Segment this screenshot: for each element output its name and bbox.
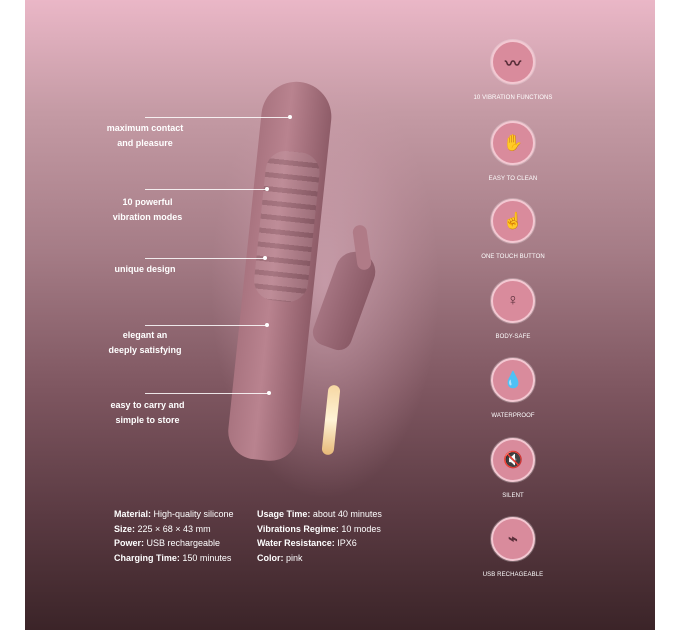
feature-silent: 🔇 SILENT: [463, 438, 563, 500]
drop-icon: 💧: [491, 358, 535, 402]
callout-1-line1: maximum contact: [106, 123, 184, 133]
callout-2-leader: [145, 189, 267, 190]
callout-5: easy to carry and simple to store: [90, 398, 205, 428]
feature-usb: ⌁ USB RECHAGEABLE: [463, 517, 563, 579]
callout-2-line2: vibration modes: [112, 212, 183, 222]
callout-2: 10 powerful vibration modes: [95, 195, 200, 225]
callout-5-dot: [267, 391, 271, 395]
spec-usage: Usage Time: about 40 minutes: [257, 509, 382, 519]
touch-icon: ☝: [491, 199, 535, 243]
mute-icon: 🔇: [491, 438, 535, 482]
callout-4-leader: [145, 325, 267, 326]
callout-4-dot: [265, 323, 269, 327]
callout-5-line1: easy to carry and: [110, 400, 185, 410]
spec-material: Material: High-quality silicone: [114, 509, 234, 519]
spec-color: Color: pink: [257, 552, 303, 563]
callout-4-line1: elegant an: [122, 330, 168, 340]
feature-clean-label: EASY TO CLEAN: [488, 176, 538, 182]
shaft-ribs: [252, 149, 322, 304]
callout-4-line2: deeply satisfying: [108, 345, 182, 355]
callout-3-line1: unique design: [114, 264, 176, 274]
spec-water: Water Resistance: IPX6: [257, 538, 357, 548]
callout-1: maximum contact and pleasure: [95, 121, 195, 151]
feature-waterproof: 💧 WATERPROOF: [463, 358, 563, 420]
spec-size: Size: 225 × 68 × 43 mm: [114, 523, 211, 534]
callout-3-leader: [145, 258, 265, 259]
usb-icon: ⌁: [491, 517, 535, 561]
feature-touch: ☝ ONE TOUCH BUTTON: [463, 199, 563, 261]
feature-bodysafe: ♀ BODY-SAFE: [463, 279, 563, 341]
callout-2-line1: 10 powerful: [122, 197, 173, 207]
callout-1-leader: [145, 117, 290, 118]
specs-left: Material: High-quality silicone Size: 22…: [114, 507, 234, 565]
feature-bodysafe-label: BODY-SAFE: [495, 334, 531, 340]
product-panel: maximum contact and pleasure 10 powerful…: [25, 0, 655, 630]
callout-1-dot: [288, 115, 292, 119]
callout-3-dot: [263, 256, 267, 260]
callout-3: unique design: [95, 262, 195, 277]
spec-charging: Charging Time: 150 minutes: [114, 552, 232, 563]
feature-waterproof-label: WATERPROOF: [491, 413, 535, 419]
spec-vibrations: Vibrations Regime: 10 modes: [257, 523, 381, 534]
specs-right: Usage Time: about 40 minutes Vibrations …: [257, 507, 382, 565]
clean-icon: ✋: [491, 121, 535, 165]
callout-4: elegant an deeply satisfying: [90, 328, 200, 358]
callout-5-line2: simple to store: [115, 415, 180, 425]
feature-vibration-label: 10 VIBRATION FUNCTIONS: [473, 95, 553, 101]
body-icon: ♀: [491, 279, 535, 323]
feature-vibration: 〰 10 VIBRATION FUNCTIONS: [463, 40, 563, 102]
wave-icon: 〰: [491, 40, 535, 84]
feature-clean: ✋ EASY TO CLEAN: [463, 121, 563, 183]
callout-5-leader: [145, 393, 269, 394]
spec-power: Power: USB rechargeable: [114, 538, 221, 548]
callout-1-line2: and pleasure: [117, 138, 173, 148]
feature-silent-label: SILENT: [502, 493, 524, 499]
feature-usb-label: USB RECHAGEABLE: [482, 572, 544, 578]
feature-touch-label: ONE TOUCH BUTTON: [481, 254, 545, 260]
callout-2-dot: [265, 187, 269, 191]
